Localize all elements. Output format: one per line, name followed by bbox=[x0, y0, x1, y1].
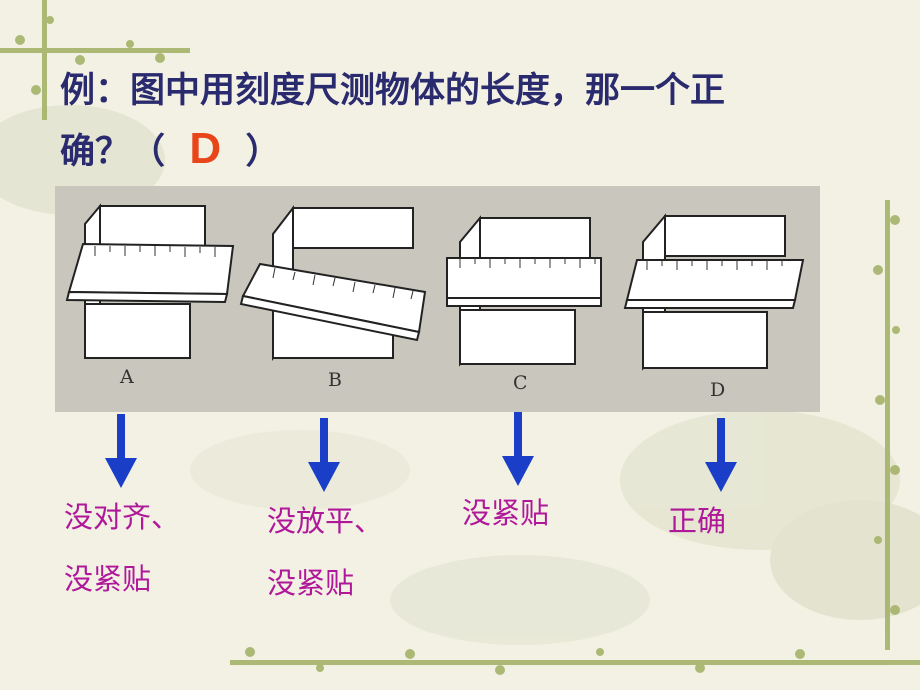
note-d: 正确 bbox=[668, 490, 726, 552]
panel-label-d: D bbox=[710, 379, 726, 401]
arrow-down-icon bbox=[705, 418, 737, 492]
panel-c-block bbox=[459, 215, 591, 367]
panel-label-a: A bbox=[120, 366, 134, 388]
note-c-line-1: 没紧贴 bbox=[462, 496, 550, 530]
ruler-ticks bbox=[94, 246, 783, 300]
ruler-figure: A B C D bbox=[55, 186, 820, 412]
note-a: 没对齐、 没紧贴 bbox=[64, 486, 180, 610]
note-c: 没紧贴 bbox=[462, 482, 549, 544]
answer-letter: D bbox=[189, 124, 222, 173]
question-line-1: 例：图中用刻度尺测物体的长度，那一个正 bbox=[60, 71, 726, 111]
panel-c-ruler bbox=[446, 257, 602, 307]
question-line-2: 确？（ D ） bbox=[60, 120, 850, 181]
note-b: 没放平、 没紧贴 bbox=[267, 490, 383, 614]
question-text: 例：图中用刻度尺测物体的长度，那一个正 确？（ D ） bbox=[60, 62, 850, 181]
vine-border-right bbox=[873, 200, 900, 650]
question-suffix: ） bbox=[245, 132, 281, 172]
vine-border-bottom bbox=[230, 647, 920, 675]
ruler-figure-drawing bbox=[65, 203, 805, 371]
note-a-line-2: 没紧贴 bbox=[64, 562, 152, 596]
panel-a-ruler bbox=[65, 242, 235, 304]
panel-label-b: B bbox=[328, 369, 342, 391]
arrow-down-icon bbox=[502, 412, 534, 486]
note-d-line-1: 正确 bbox=[668, 504, 727, 538]
note-a-line-1: 没对齐、 bbox=[64, 500, 181, 534]
panel-d-block bbox=[642, 213, 786, 371]
vine-border-top-left bbox=[0, 0, 190, 120]
arrow-down-icon bbox=[308, 418, 340, 492]
question-prefix: 确？（ bbox=[60, 132, 166, 172]
note-b-line-2: 没紧贴 bbox=[267, 566, 355, 600]
panel-label-c: C bbox=[513, 372, 528, 394]
arrow-down-icon bbox=[105, 414, 137, 488]
panel-d-ruler bbox=[623, 259, 805, 309]
panel-b-ruler bbox=[239, 262, 427, 342]
note-b-line-1: 没放平、 bbox=[267, 504, 384, 538]
